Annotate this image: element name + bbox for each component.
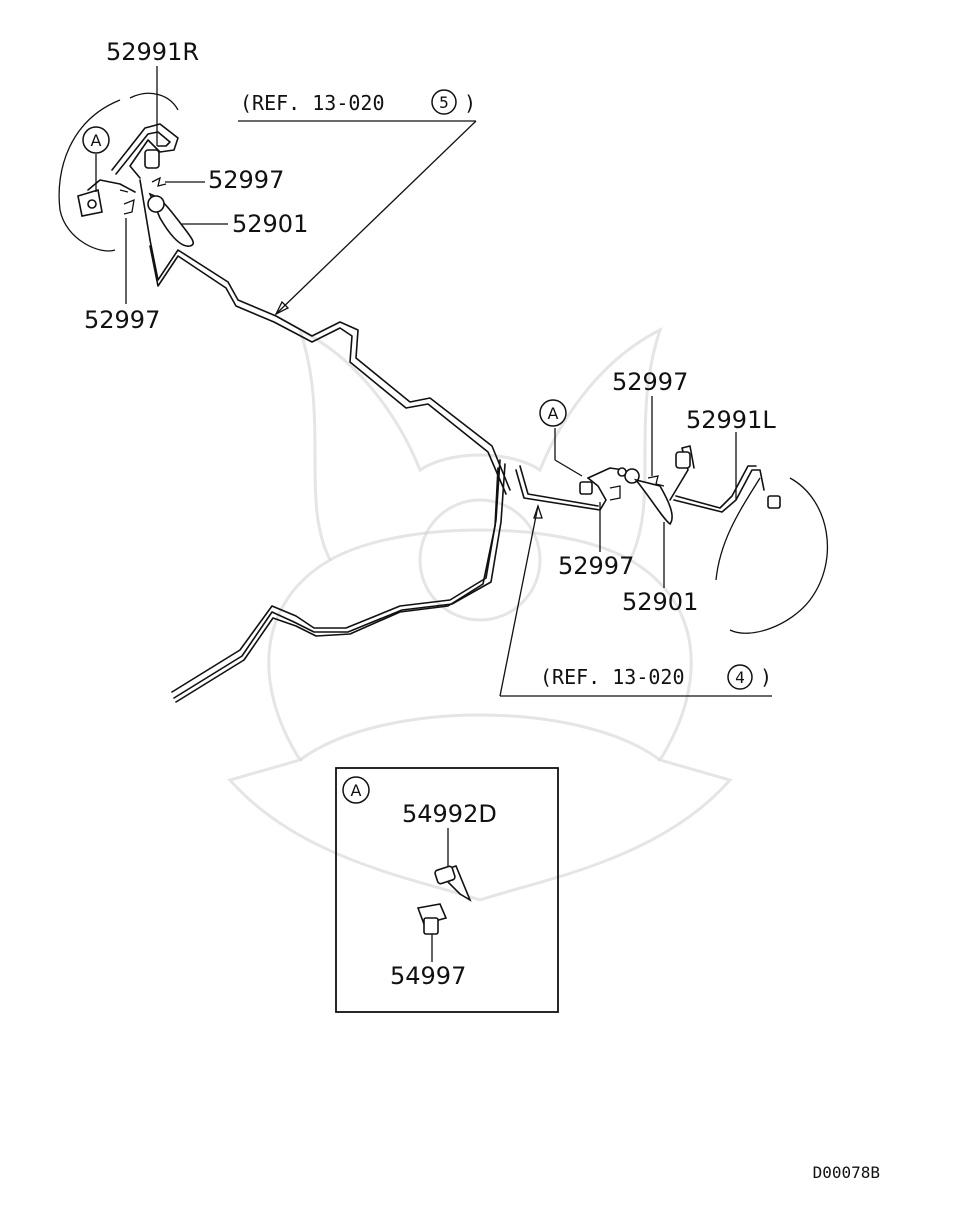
diagram-code: D00078B (813, 1163, 880, 1182)
svg-text:(REF. 13-020: (REF. 13-020 (240, 91, 385, 115)
callout-a-left: A (82, 126, 110, 154)
label-52901-left: 52901 (232, 210, 308, 238)
svg-text:A: A (548, 404, 559, 423)
svg-text:5: 5 (439, 93, 449, 112)
label-54992d: 54992D (402, 800, 497, 828)
right-brake-hose-assembly (515, 445, 829, 634)
svg-text:(REF. 13-020: (REF. 13-020 (540, 665, 685, 689)
svg-text:): ) (464, 91, 476, 115)
svg-text:A: A (351, 781, 362, 800)
label-52997-low: 52997 (558, 552, 634, 580)
label-52901-right: 52901 (622, 588, 698, 616)
callout-a-detail: A (342, 776, 370, 804)
left-brake-hose-assembly (58, 92, 194, 252)
callout-a-right: A (539, 399, 567, 427)
ref-13-020-4: (REF. 13-020 4 ) (540, 664, 772, 690)
label-52997-bottom-left: 52997 (84, 306, 160, 334)
clip-54992d-part (434, 865, 472, 902)
main-brake-line (149, 239, 511, 703)
watermark-emblem (227, 327, 733, 902)
label-52997-top-right: 52997 (208, 166, 284, 194)
label-54997: 54997 (390, 962, 466, 990)
ref-13-020-5: (REF. 13-020 5 ) (240, 89, 476, 115)
bolt-54997-part (416, 903, 448, 935)
label-52991l: 52991L (686, 406, 776, 434)
label-52997-mid: 52997 (612, 368, 688, 396)
svg-text:): ) (760, 665, 772, 689)
svg-text:4: 4 (735, 668, 745, 687)
label-52991r: 52991R (106, 38, 199, 66)
svg-text:A: A (91, 131, 102, 150)
detail-view-a (335, 767, 559, 1013)
leader-lines (95, 66, 772, 962)
